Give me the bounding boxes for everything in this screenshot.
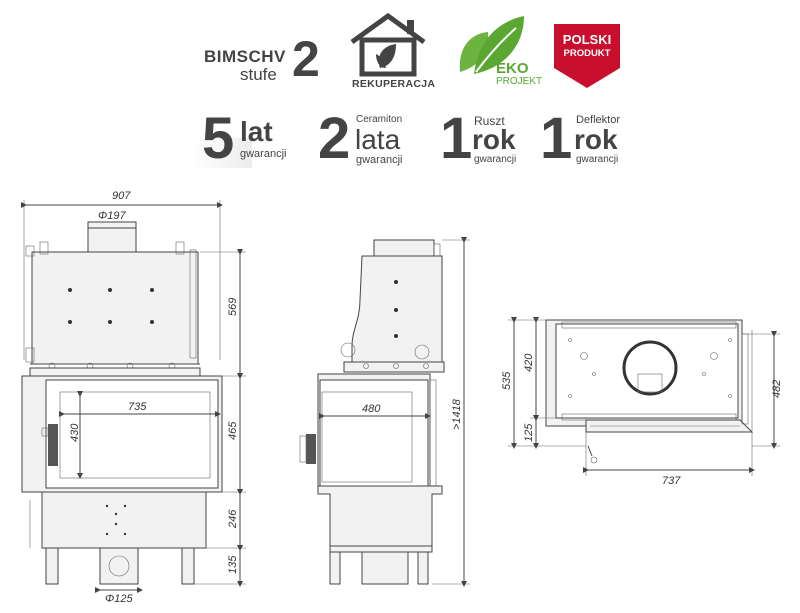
eko-line2: PROJEKT [496, 76, 543, 87]
warranty-unit: rok [574, 124, 618, 155]
polski-line2: PRODUKT [563, 48, 611, 59]
front-legs-height-dim: 135 [227, 555, 239, 574]
warranty-sub: gwarancji [356, 154, 403, 166]
front-air-inlet-dim: Φ125 [105, 593, 133, 605]
top-inner-depth-dim: 420 [523, 353, 535, 372]
warranty-sub: gwarancji [474, 154, 517, 165]
warranty-top: Ruszt [474, 114, 505, 128]
polski-line1: POLSKI [562, 32, 612, 47]
warranty-2: 2 Ceramiton lata gwarancji [318, 106, 428, 172]
top-view: 535 420 125 737 482 [501, 317, 783, 487]
side-total-height-dim: >1418 [451, 398, 463, 430]
top-right-depth-dim: 482 [771, 380, 783, 398]
house-leaf-icon [350, 12, 426, 77]
top-depth-dim: 535 [501, 371, 513, 390]
rekuperacja-badge: REKUPERACJA [346, 12, 435, 92]
top-front-depth-dim: 125 [523, 423, 535, 442]
warranty-ruszt: 1 Ruszt rok gwarancji [440, 106, 530, 172]
warranty-shade [192, 138, 252, 168]
warranty-unit: lat [240, 116, 273, 147]
bimsch-line2: stufe [240, 65, 277, 84]
bimsch-line1: BIMSCHV [204, 47, 286, 66]
warranty-sub: gwarancji [576, 154, 619, 165]
front-flue-dim: Φ197 [98, 210, 126, 222]
warranty-sub: gwarancji [240, 148, 287, 160]
front-view: 907 Φ197 [21, 190, 246, 605]
eko-line1: EKO [496, 60, 529, 77]
warranty-number: 1 [540, 106, 573, 171]
eko-badge: EKO PROJEKT [454, 12, 544, 92]
warranty-number: 2 [318, 106, 351, 171]
warranty-top: Deflektor [576, 114, 621, 126]
top-width-dim: 737 [662, 475, 681, 487]
bimsch-badge: BIMSCHV stufe 2 [204, 34, 334, 88]
bimsch-number: 2 [292, 31, 320, 87]
front-door-height-dim: 465 [227, 421, 239, 440]
warranty-top: Ceramiton [356, 114, 403, 125]
front-width-dim: 907 [112, 190, 131, 202]
front-glass-width-dim: 735 [128, 401, 147, 413]
warranty-number: 5 [202, 106, 235, 171]
leaf-icon [459, 16, 524, 74]
warranty-unit: lata [355, 124, 401, 155]
front-base-height-dim: 246 [227, 509, 239, 529]
warranty-number: 1 [440, 106, 473, 171]
front-top-height-dim: 569 [227, 298, 239, 316]
polski-produkt-badge: POLSKI PRODUKT [552, 22, 622, 90]
polski-shield-icon [554, 24, 620, 88]
rekuperacja-label: REKUPERACJA [352, 78, 436, 90]
warranty-5: 5 lat gwarancji [192, 106, 310, 172]
side-glass-width-dim: 480 [362, 403, 381, 415]
warranty-deflektor: 1 Deflektor rok gwarancji [540, 106, 640, 172]
side-view: 480 >1418 [299, 237, 470, 587]
warranty-unit: rok [472, 124, 516, 155]
front-glass-height-dim: 430 [69, 423, 81, 442]
